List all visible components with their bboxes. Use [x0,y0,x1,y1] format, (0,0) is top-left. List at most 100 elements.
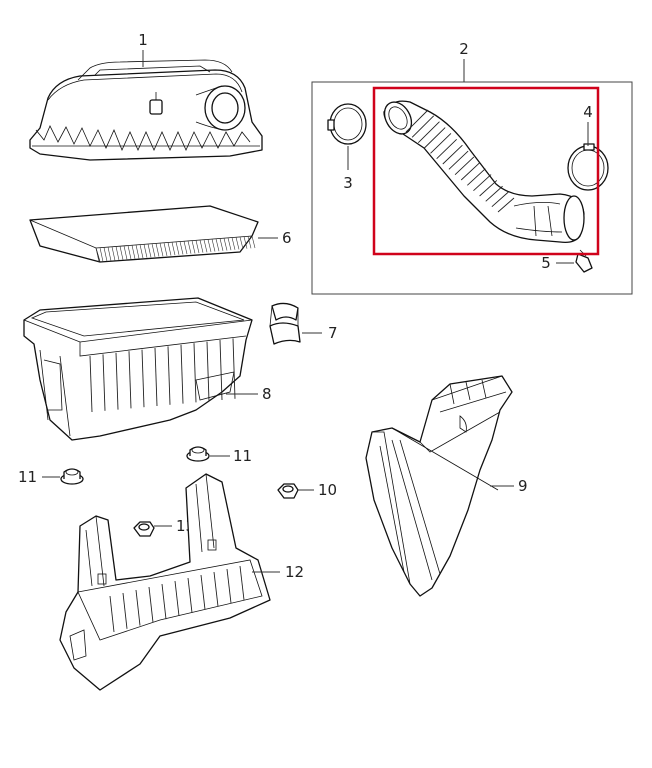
housing-rib-line [193,343,197,403]
housing-rib-line [115,352,119,410]
filter-pleat-line [139,244,144,259]
housing-rib-line [128,351,132,409]
filter-pleat-line [127,245,132,260]
part-4-hose-clamp[interactable] [567,143,609,191]
housing-rib-line [89,355,93,413]
filter-pleat-line [243,236,248,249]
filter-pleat-line [203,239,208,253]
filter-pleat-line [103,247,108,262]
callout-3: 3 [343,174,353,192]
hose-corrugation-line [485,185,503,202]
filter-pleats [95,235,256,263]
filter-pleat-line [111,246,116,261]
housing-rib-line [102,354,106,411]
housing-rib-line [180,344,184,404]
hose-corrugation-line [417,121,440,143]
callout-11-right: 11 [233,447,252,465]
filter-pleat-line [159,243,164,257]
filter-pleat-line [215,238,220,252]
hose-corrugation-line [467,168,486,186]
hose-corrugation-line [454,156,475,175]
filter-pleat-line [131,245,136,259]
filter-pleat-line [135,244,140,259]
housing-rib-line [167,346,171,405]
filter-pleat-line [211,239,216,252]
hose-corrugation-line [424,127,446,149]
bracket-rib-line [109,595,115,633]
callout-10: 10 [318,481,337,499]
filter-pleat-line [175,241,180,255]
callout-5: 5 [541,254,551,272]
hose-corrugation-line [479,180,498,197]
filter-pleat-line [195,240,200,254]
callout-11-left: 11 [18,468,37,486]
filter-pleat-line [147,243,152,258]
filter-pleat-line [163,242,168,256]
bracket-rib-line [187,577,193,613]
housing-rib-line [232,338,236,399]
part-1-air-cleaner-cover[interactable] [29,59,263,161]
filter-pleat-line [183,241,188,255]
housing-ribs [89,338,236,413]
bracket-rib-line [200,574,206,610]
callout-2: 2 [459,40,469,58]
hose-corrugation-line [460,162,480,181]
filter-pleat-line [99,247,104,262]
filter-pleat-line [119,246,124,260]
part-2-group-box [311,81,633,295]
bracket-rib-line [148,586,154,623]
housing-rib-line [141,349,145,408]
filter-pleat-line [151,243,156,258]
part-11-grommet-left[interactable] [60,468,84,485]
filter-pleat-line [179,241,184,255]
housing-rib-line [206,341,210,402]
filter-pleat-line [107,247,112,261]
filter-pleat-line [171,242,176,256]
callout-4: 4 [583,103,593,121]
callout-8: 8 [262,385,272,403]
part-11-grommet-right[interactable] [186,446,210,462]
filter-pleat-line [191,240,196,254]
hose-corrugation-line [405,109,429,133]
part-3-hose-clamp[interactable] [327,103,367,145]
hose-corrugation-line [473,174,492,191]
hose-corrugation-line [497,197,515,213]
filter-pleat-line [207,239,212,253]
filter-pleat-line [199,239,204,253]
filter-pleat-line [155,243,160,257]
bracket-rib-line [213,571,219,607]
bracket-rib-line [226,568,232,604]
part-6-air-filter[interactable] [29,205,259,263]
highlight-box [372,86,600,256]
bracket-rib-line [122,592,128,629]
hose-corrugation-line [448,150,469,170]
hose-corrugation-line [436,139,457,159]
part-2-air-intake-hose[interactable] [379,97,585,244]
filter-pleat-line [235,237,240,250]
filter-pleat-line [231,237,236,250]
part-13-bolt[interactable] [133,521,155,537]
callout-9: 9 [518,477,528,495]
filter-pleat-line [251,235,256,249]
hose-corrugation-line [411,115,435,138]
hose-corrugation-line [491,191,509,208]
part-7-clip[interactable] [269,302,301,345]
hose-corrugation-line [442,144,463,165]
part-12-mounting-bracket[interactable] [59,473,271,691]
filter-pleat-line [95,247,100,263]
filter-pleat-line [239,236,244,250]
bracket-ribs [109,565,245,633]
filter-pleat-line [123,245,128,260]
housing-rib-line [219,339,223,401]
part-8-air-cleaner-housing[interactable] [23,297,253,441]
filter-pleat-line [219,238,224,251]
part-9-air-inlet-duct[interactable] [365,375,513,597]
hose-corrugations [405,109,515,213]
callout-7: 7 [328,324,338,342]
part-10-nut[interactable] [277,483,299,499]
bracket-rib-line [239,565,245,601]
callout-12: 12 [285,563,304,581]
filter-pleat-line [167,242,172,256]
filter-pleat-line [143,244,148,258]
